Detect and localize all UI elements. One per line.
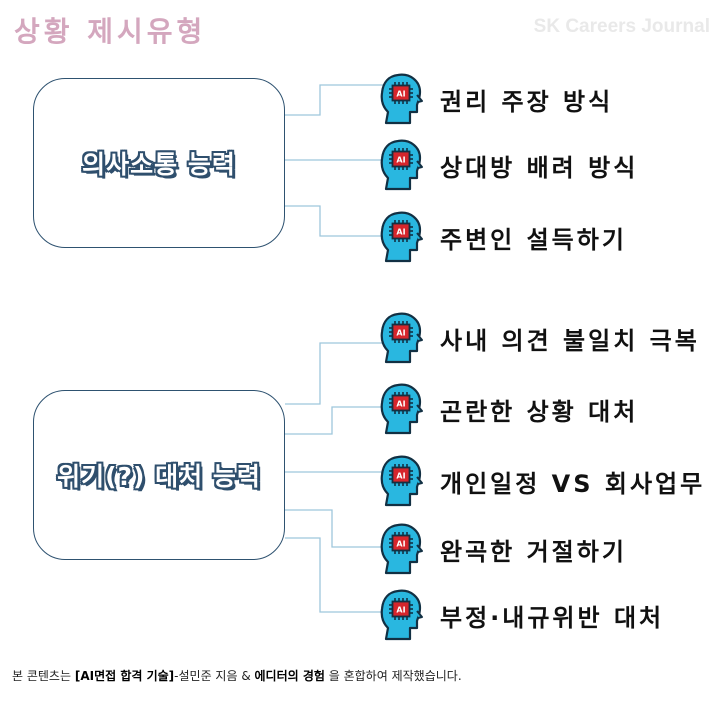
group-box-communication: 의사소통 능력: [33, 78, 285, 248]
chip-label: AI: [396, 400, 405, 409]
footer-author: -설민준 지음 &: [174, 669, 255, 683]
list-item: AI 완곡한 거절하기: [380, 522, 627, 576]
chip-label: AI: [396, 472, 405, 481]
list-item: AI 부정·내규위반 대처: [380, 588, 664, 642]
connector-3: [285, 205, 385, 237]
group-label: 의사소통 능력: [82, 150, 236, 179]
connector-5: [285, 406, 385, 435]
list-item: AI 주변인 설득하기: [380, 210, 627, 264]
connector-4: [285, 342, 385, 405]
ai-head-icon: AI: [380, 73, 423, 125]
item-label: 사내 의견 불일치 극복: [440, 326, 700, 355]
ai-head-icon: AI: [380, 523, 423, 575]
page-title: 상황 제시유형: [14, 15, 207, 48]
chip-label: AI: [396, 228, 405, 237]
ai-head-icon: AI: [380, 455, 423, 507]
item-label: 개인일정 VS 회사업무: [440, 469, 706, 498]
item-label: 부정·내규위반 대처: [440, 603, 665, 632]
ai-head-icon: AI: [380, 589, 423, 641]
watermark: SK Careers Journal: [533, 16, 710, 37]
list-item: AI 사내 의견 불일치 극복: [380, 311, 700, 365]
footer-note: 본 콘텐츠는 [AI면접 합격 기술]-설민준 지음 & 에디터의 경험 을 혼…: [12, 667, 462, 684]
list-item: AI 곤란한 상황 대처: [380, 382, 638, 436]
item-label: 곤란한 상황 대처: [440, 397, 639, 426]
chip-label: AI: [396, 606, 405, 615]
group-label: 위기(?) 대처 능력: [57, 462, 261, 491]
ai-head-icon: AI: [380, 139, 423, 191]
connector-1: [285, 84, 385, 116]
footer-book: [AI면접 합격 기술]: [74, 669, 175, 683]
list-item: AI 개인일정 VS 회사업무: [380, 454, 705, 508]
item-label: 주변인 설득하기: [440, 225, 627, 254]
footer-prefix: 본 콘텐츠는: [12, 669, 75, 683]
chip-label: AI: [396, 329, 405, 338]
group-box-crisis: 위기(?) 대처 능력: [33, 390, 285, 560]
chip-label: AI: [396, 156, 405, 165]
ai-head-icon: AI: [380, 211, 423, 263]
footer-suffix: 을 혼합하여 제작했습니다.: [324, 669, 462, 683]
ai-head-icon: AI: [380, 383, 423, 435]
list-item: AI 권리 주장 방식: [380, 72, 613, 126]
connector-8: [285, 537, 385, 613]
ai-head-icon: AI: [380, 312, 423, 364]
item-label: 상대방 배려 방식: [440, 153, 639, 182]
chip-label: AI: [396, 90, 405, 99]
chip-label: AI: [396, 540, 405, 549]
item-label: 권리 주장 방식: [440, 87, 614, 116]
footer-editor: 에디터의 경험: [254, 669, 325, 683]
item-label: 완곡한 거절하기: [440, 537, 627, 566]
list-item: AI 상대방 배려 방식: [380, 138, 638, 192]
connector-7: [285, 509, 385, 548]
